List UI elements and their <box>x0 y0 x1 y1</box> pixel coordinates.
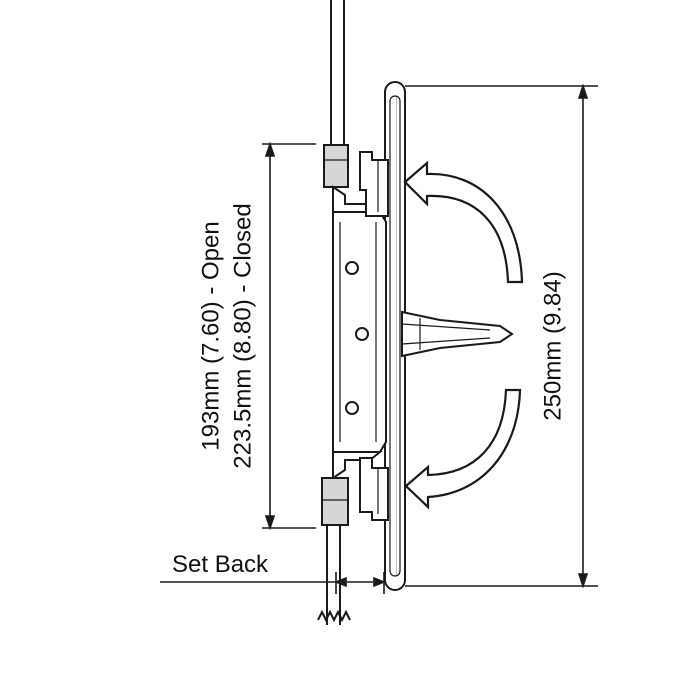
screw-hole-middle <box>355 327 369 341</box>
open-dimension-label: 193mm (7.60) - Open <box>197 221 224 450</box>
setback-dimension-line <box>160 572 387 594</box>
screw-hole-bottom <box>345 401 359 415</box>
lower-motion-arrow <box>404 388 522 510</box>
bottom-rod <box>317 525 351 625</box>
screw-hole-top <box>345 261 359 275</box>
top-rod <box>330 0 345 148</box>
upper-motion-arrow <box>403 160 524 284</box>
upper-connector <box>323 144 389 217</box>
gear-dimension-line <box>262 141 316 531</box>
lower-connector <box>321 451 389 526</box>
hook-bolt <box>401 310 514 358</box>
overall-dimension-label: 250mm (9.84) <box>539 271 566 420</box>
gear-body <box>332 211 387 453</box>
overall-dimension-line <box>405 83 598 589</box>
set-back-label: Set Back <box>172 551 269 578</box>
closed-dimension-label: 223.5mm (8.80) - Closed <box>229 203 256 468</box>
